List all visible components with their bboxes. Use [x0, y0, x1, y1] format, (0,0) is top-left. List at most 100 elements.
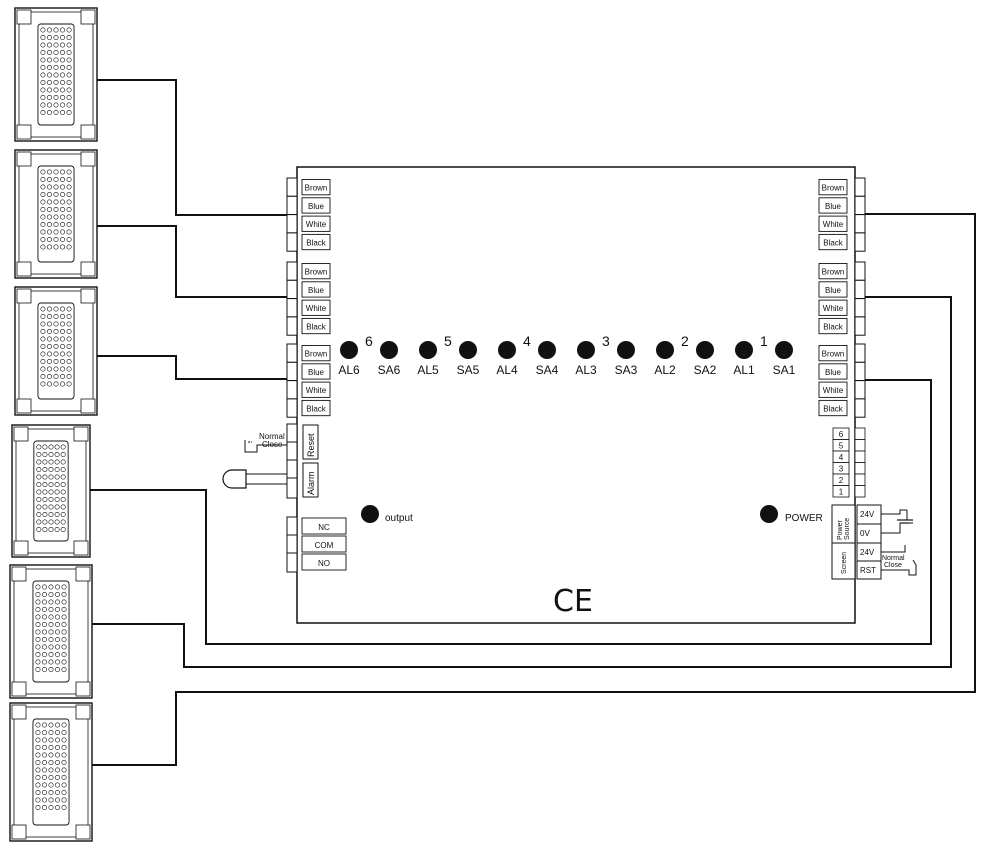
zone-label-6: 6 [839, 430, 844, 439]
led-label-al6: AL6 [338, 363, 360, 377]
led-sa3 [617, 341, 635, 359]
terminal-label-white: White [823, 304, 844, 313]
terminal-label-black: Black [306, 238, 327, 247]
led-al6 [340, 341, 358, 359]
sensor-module-6 [9, 702, 93, 842]
reset-normal-close-1: Normal [259, 432, 285, 441]
led-label-al4: AL4 [496, 363, 518, 377]
wire-4 [90, 379, 932, 645]
power-led: POWER [760, 505, 823, 524]
zone-indicator-column: 6 5 4 3 2 1 [832, 427, 866, 498]
terminal-label-black: Black [823, 322, 844, 331]
led-al5 [419, 341, 437, 359]
power-0v-label: 0V [860, 529, 870, 538]
led-number-5: 5 [444, 333, 452, 349]
led-label-al3: AL3 [575, 363, 597, 377]
zone-label-3: 3 [839, 465, 844, 474]
led-label-sa2: SA2 [694, 363, 717, 377]
alarm-beacon-icon [222, 469, 287, 489]
terminal-label-brown: Brown [822, 268, 845, 277]
sensor-module-5 [9, 564, 93, 699]
terminal-label-blue: Blue [825, 368, 842, 377]
screen-normal-close-1: Normal [882, 555, 905, 562]
terminal-label-black: Black [306, 322, 327, 331]
power-label: POWER [785, 513, 823, 524]
power-source-label: Power Source [837, 518, 851, 540]
led-label-sa1: SA1 [773, 363, 796, 377]
led-number-4: 4 [523, 333, 531, 349]
battery-icon [881, 509, 913, 534]
led-label-al5: AL5 [417, 363, 439, 377]
screen-button-symbol: Normal Close [881, 545, 917, 576]
panel-body [296, 166, 856, 624]
relay-label-com: COM [315, 541, 334, 550]
reset-button-symbol: Normal Close [244, 432, 287, 453]
relay-label-nc: NC [318, 523, 330, 532]
led-sa6 [380, 341, 398, 359]
wire-1 [97, 79, 287, 216]
alarm-label: Alarm [306, 471, 316, 495]
reset-label: Reset [306, 433, 316, 457]
led-number-3: 3 [602, 333, 610, 349]
terminal-label-brown: Brown [822, 184, 845, 193]
led-number-6: 6 [365, 333, 373, 349]
sensor-module-4 [11, 424, 91, 558]
terminal-label-blue: Blue [825, 286, 842, 295]
screen-normal-close-2: Close [884, 562, 902, 569]
terminal-label-white: White [306, 386, 327, 395]
zone-label-1: 1 [839, 488, 844, 497]
wire-2 [97, 225, 287, 298]
output-led: output [361, 505, 413, 524]
screen-24v-label: 24V [860, 548, 875, 557]
led-label-sa5: SA5 [457, 363, 480, 377]
led-number-2: 2 [681, 333, 689, 349]
terminal-label-blue: Blue [308, 286, 325, 295]
led-label-sa4: SA4 [536, 363, 559, 377]
power-24v-label: 24V [860, 510, 875, 519]
terminal-label-brown: Brown [305, 268, 328, 277]
wire-6 [92, 213, 976, 766]
terminal-label-brown: Brown [305, 350, 328, 359]
wiring-lines [90, 79, 976, 766]
zone-label-5: 5 [839, 442, 844, 451]
right-terminal-blocks: BrownBlueWhiteBlackBrownBlueWhiteBlackBr… [818, 177, 866, 418]
terminal-label-blue: Blue [308, 202, 325, 211]
control-panel [296, 166, 856, 624]
led-number-1: 1 [760, 333, 768, 349]
terminal-label-blue: Blue [825, 202, 842, 211]
led-label-sa6: SA6 [378, 363, 401, 377]
wire-3 [97, 355, 287, 380]
sensor-group [9, 7, 98, 842]
led-sa5 [459, 341, 477, 359]
terminal-label-white: White [823, 386, 844, 395]
left-terminal-blocks: BrownBlueWhiteBlackBrownBlueWhiteBlackBr… [286, 177, 331, 418]
wire-5 [92, 296, 952, 668]
terminal-label-white: White [306, 304, 327, 313]
output-label: output [385, 513, 413, 524]
led-label-al1: AL1 [733, 363, 755, 377]
sensor-module-1 [14, 7, 98, 142]
relay-output-block: NC COM NO [286, 516, 347, 573]
relay-label-no: NO [318, 559, 330, 568]
terminal-label-black: Black [823, 404, 844, 413]
terminal-label-white: White [823, 220, 844, 229]
terminal-label-brown: Brown [822, 350, 845, 359]
zone-label-4: 4 [839, 453, 844, 462]
terminal-label-white: White [306, 220, 327, 229]
zone-label-2: 2 [839, 476, 844, 485]
screen-rst-label: RST [860, 566, 876, 575]
power-source-block: Power Source 24V 0V [831, 504, 913, 544]
terminal-label-blue: Blue [308, 368, 325, 377]
led-al3 [577, 341, 595, 359]
sensor-module-3 [14, 286, 98, 416]
ce-mark: CE [553, 584, 593, 619]
